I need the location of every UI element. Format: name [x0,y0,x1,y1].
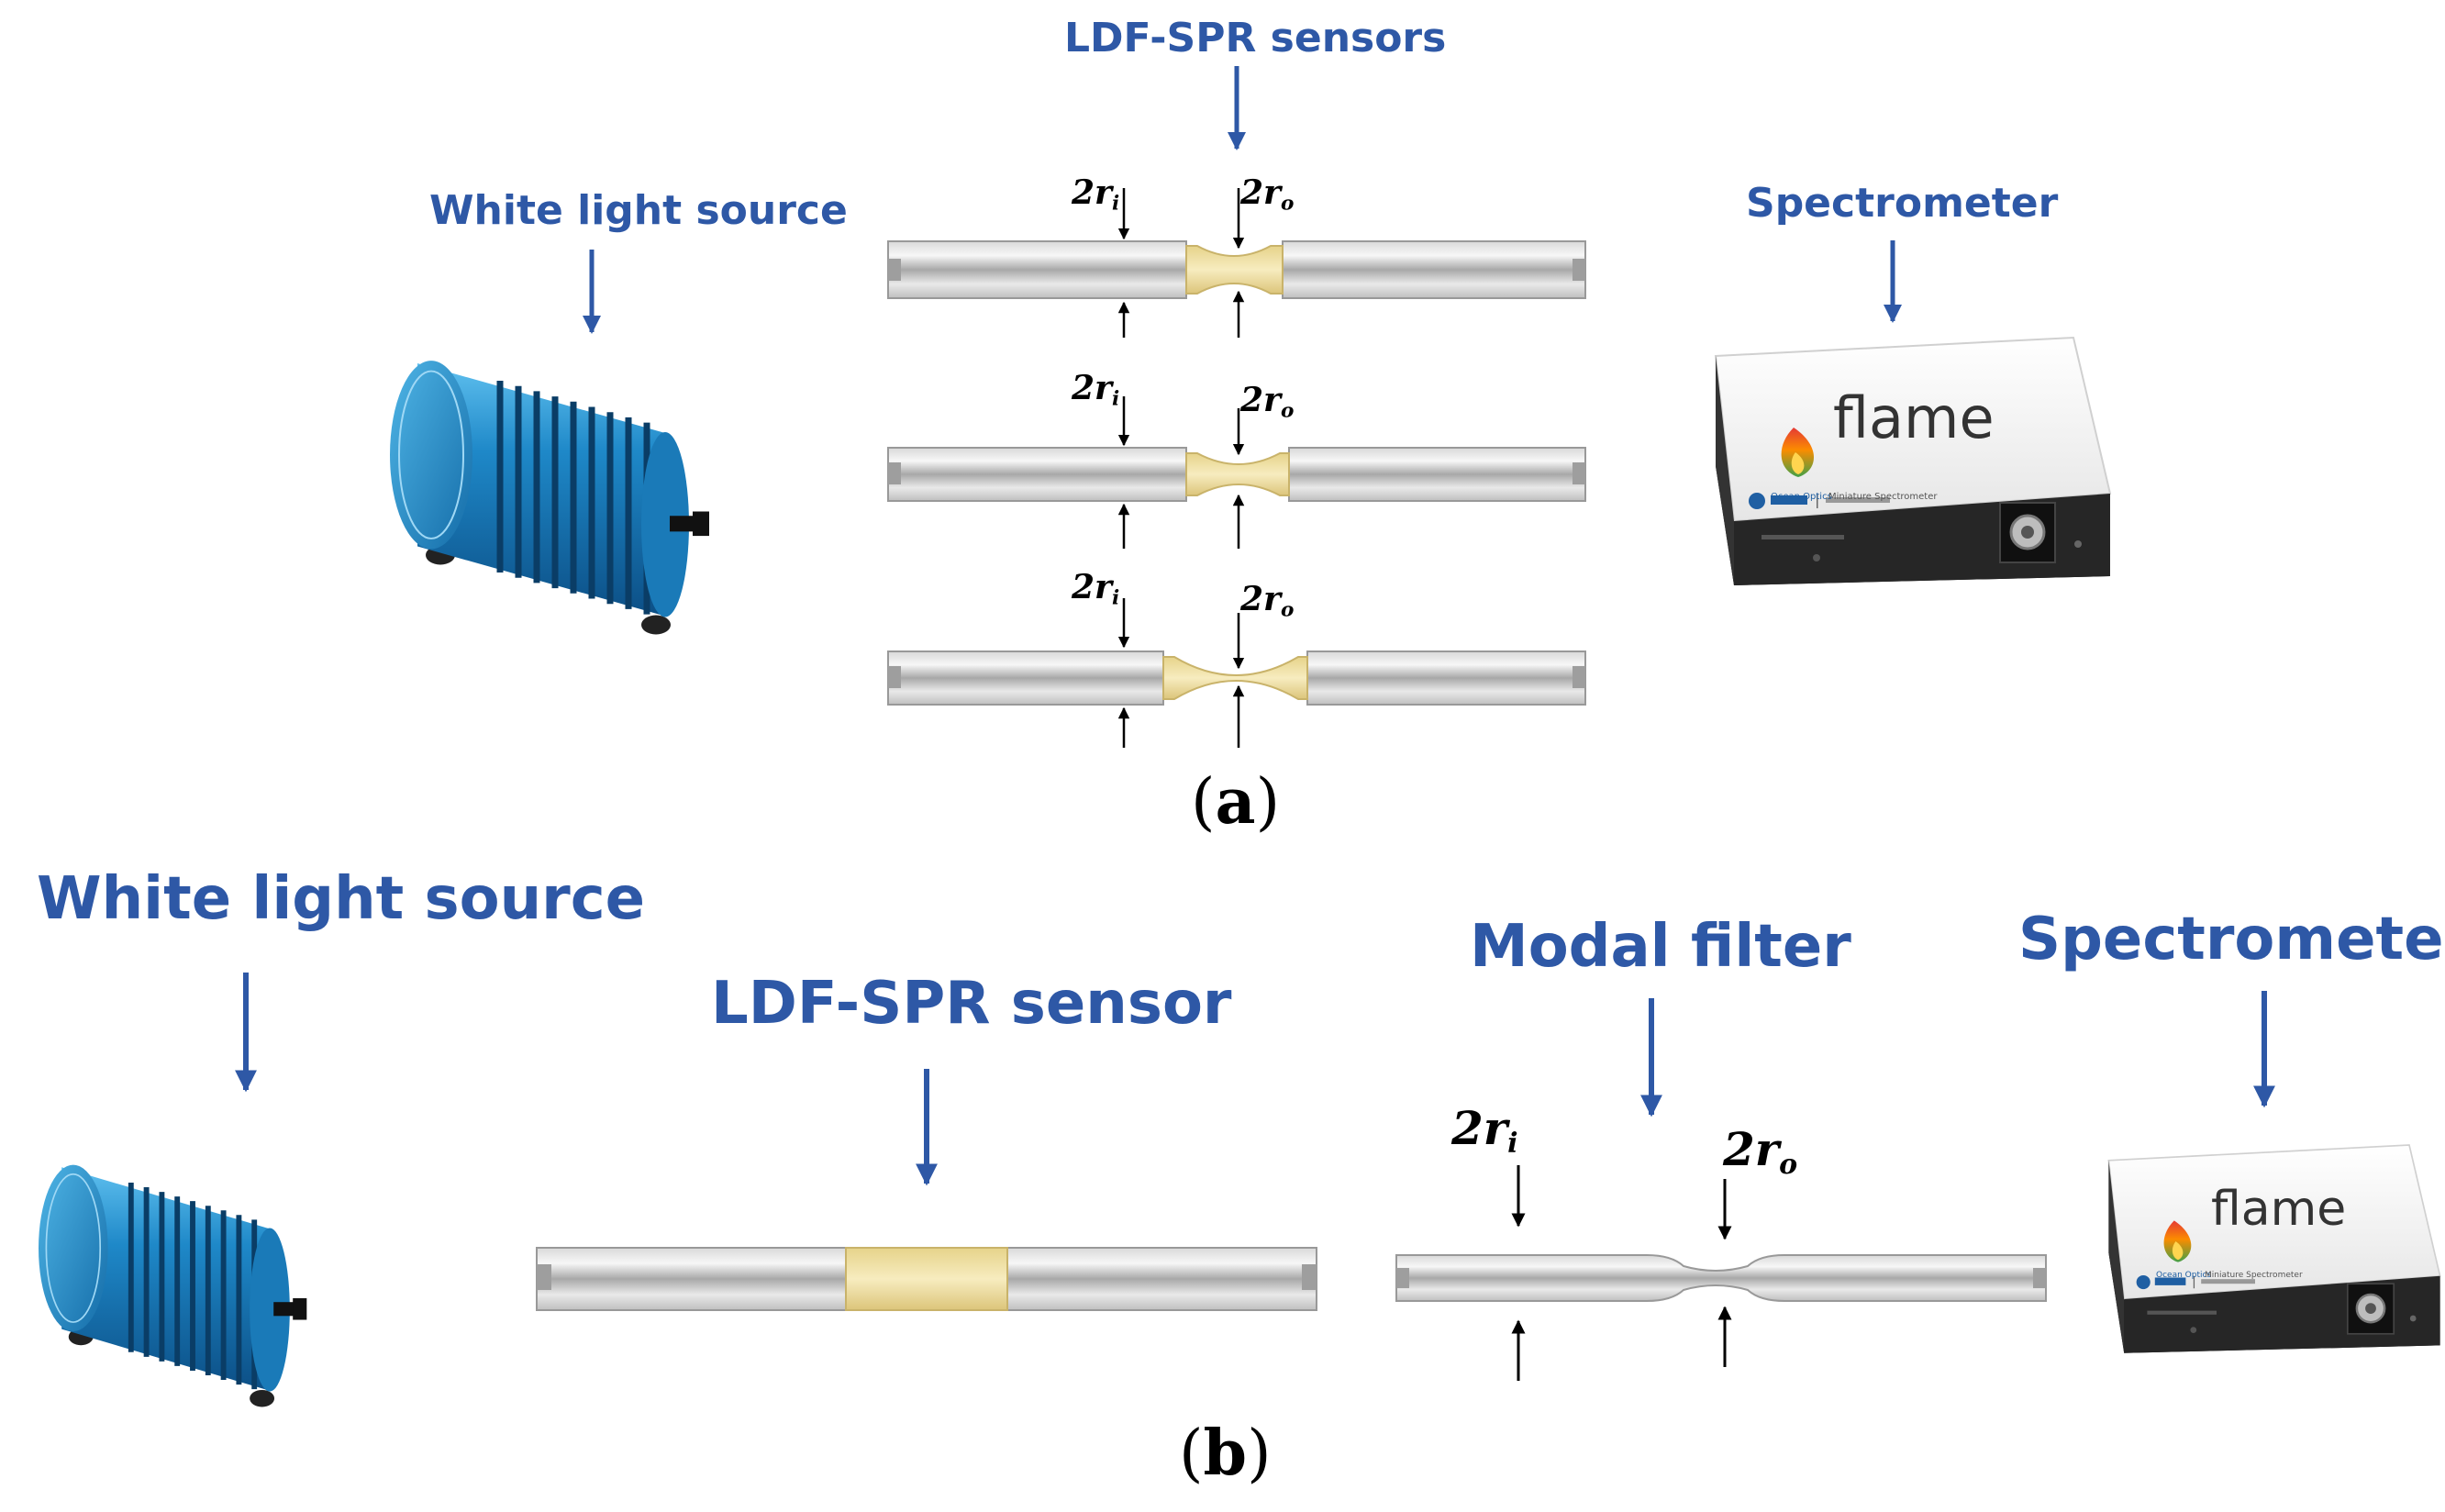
label-ldf-spr-sensors: LDF-SPR sensors [1064,15,1447,61]
radius-arrows-a [1117,188,1245,748]
label-white-light-source-b: White light source [37,865,646,933]
spectrometer-brand-a: flame [1833,384,1995,451]
ldf-spr-sensor-fiber-1 [887,240,1586,299]
caption-b: (b) [1179,1417,1272,1490]
white-light-source-device-b [39,1165,306,1407]
radius-inner-label-a2: 2ri [1072,369,1120,411]
ldf-spr-sensor-fiber-b [536,1247,1317,1311]
label-spectrometer-a: Spectrometer [1746,180,2059,227]
radius-outer-label-b: 2ro [1723,1122,1798,1181]
radius-arrows-b [1511,1165,1732,1381]
spectrometer-brand-b: flame [2211,1182,2347,1237]
ldf-spr-sensor-fiber-3 [887,650,1586,706]
radius-inner-label-b: 2ri [1451,1101,1518,1160]
radius-outer-label-a2: 2ro [1240,381,1295,423]
caption-a: (a) [1191,765,1281,839]
white-light-source-device [390,361,709,634]
radius-inner-label-a1: 2ri [1072,173,1120,216]
spectrometer-device-a [1714,336,2112,587]
label-white-light-source-a: White light source [429,187,848,234]
radius-inner-label-a3: 2ri [1072,568,1120,610]
ldf-spr-sensor-fiber-2 [887,447,1586,502]
label-modal-filter: Modal filter [1470,913,1851,981]
label-ldf-spr-sensor-b: LDF-SPR sensor [711,970,1232,1038]
label-spectrometer-b: Spectrometer [2018,906,2445,973]
spectrometer-maker-a: Ocean Optics [1771,492,1832,502]
spectrometer-device-b [2107,1143,2441,1355]
spectrometer-subtitle-b: Miniature Spectrometer [2205,1271,2303,1280]
modal-filter-fiber [1395,1254,2047,1302]
spectrometer-maker-b: Ocean Optics [2156,1271,2212,1280]
spectrometer-subtitle-a: Miniature Spectrometer [1828,492,1938,502]
radius-outer-label-a1: 2ro [1240,173,1295,216]
radius-outer-label-a3: 2ro [1240,580,1295,622]
